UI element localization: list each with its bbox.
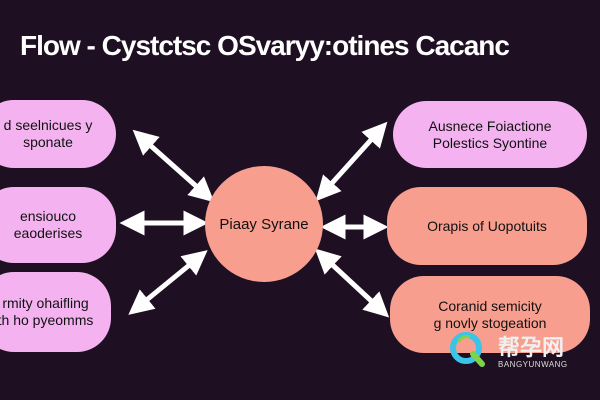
watermark-english-text: BANGYUNWANG xyxy=(498,360,568,369)
watermark-chinese-text: 帮孕网 xyxy=(498,336,565,361)
right-box-2: Orapis of Uopotuits xyxy=(387,187,587,265)
left-box-3: rmity ohaifling th ho pyeomms xyxy=(0,272,111,352)
right-box-1-line-1: Ausnece Foiactione xyxy=(428,117,552,134)
watermark-logo-icon xyxy=(450,332,485,367)
left-box-1: d seelnicues y sponate xyxy=(0,100,116,168)
left-box-2-line-2: eaoderises xyxy=(13,225,83,241)
left-box-3-line-2: th ho pyeomms xyxy=(0,312,94,328)
right-box-3: Coranid semicity g novly stogeation xyxy=(390,276,590,353)
hub-label: Piaay Syrane xyxy=(219,215,309,233)
left-box-1-line-1: d seelnicues y xyxy=(3,117,93,133)
arrow-left-top xyxy=(132,129,215,203)
right-box-3-line-2: g novly stogeation xyxy=(433,314,547,331)
diagram-title: Flow - Cystctsc OSvaryy:otines Cacanc xyxy=(20,30,510,61)
right-box-1-line-2: Polestics Syontine xyxy=(432,134,548,151)
left-box-2: ensiouco eaoderises xyxy=(0,187,116,263)
right-box-1: Ausnece Foiactione Polestics Syontine xyxy=(393,101,587,168)
left-box-3-line-1: rmity ohaifling xyxy=(2,295,89,311)
left-box-1-line-2: sponate xyxy=(23,134,73,150)
right-box-2-line-1: Orapis of Uopotuits xyxy=(427,217,547,234)
arrow-right-bottom xyxy=(314,248,390,318)
watermark: 帮孕网 BANGYUNWANG xyxy=(448,330,588,372)
arrow-right-top xyxy=(315,121,388,202)
hub-circle: Piaay Syrane xyxy=(205,166,323,282)
left-box-2-line-1: ensiouco xyxy=(19,208,77,224)
arrow-left-bottom xyxy=(128,250,208,315)
right-box-3-line-1: Coranid semicity xyxy=(438,297,542,314)
